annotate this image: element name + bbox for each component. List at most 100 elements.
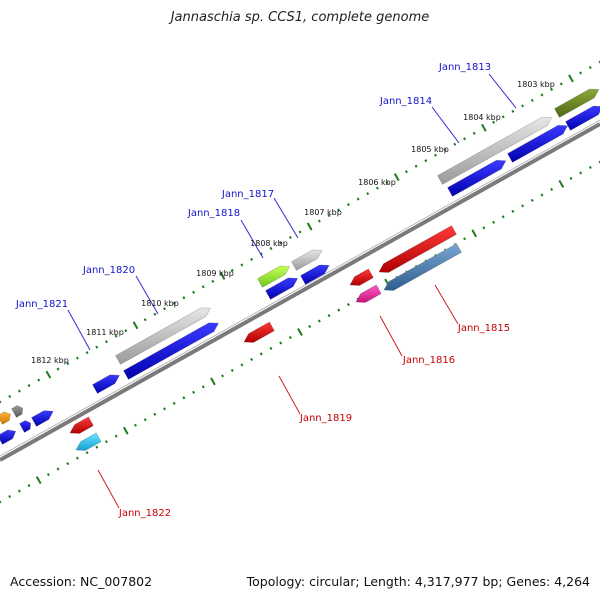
tick-mark (8, 494, 12, 499)
tick-mark (559, 82, 563, 86)
map-title: Jannaschia sp. CCS1, complete genome (170, 10, 430, 25)
tick-mark (17, 489, 21, 493)
tick-mark (511, 209, 515, 213)
kbp-label: 1808 kbp (250, 239, 288, 248)
tick-mark (279, 241, 283, 245)
tick-mark (75, 456, 79, 460)
tick-mark (463, 137, 466, 141)
leader-line (278, 375, 301, 415)
gene-feature-blue (31, 410, 54, 427)
tick-mark (346, 303, 350, 307)
tick-mark (568, 74, 574, 83)
tick-mark (501, 215, 505, 219)
tick-mark (540, 193, 544, 197)
tick-mark (35, 476, 42, 485)
tick-mark (366, 192, 370, 196)
tick-mark (259, 252, 263, 256)
tick-mark (17, 389, 21, 393)
tick-mark (393, 173, 400, 182)
tick-mark (337, 208, 341, 212)
tick-mark (114, 334, 118, 338)
kbp-label: 1805 kbp (411, 145, 449, 154)
tick-mark (558, 179, 565, 188)
tick-mark (104, 440, 108, 444)
leader-line (67, 309, 91, 351)
gene-feature-blue (19, 420, 32, 433)
tick-mark (472, 131, 476, 135)
gene-feature-olive (554, 88, 600, 118)
tick-mark (434, 153, 437, 157)
tick-mark (530, 198, 534, 202)
tick-mark (492, 120, 496, 124)
tick-mark (163, 307, 166, 311)
tick-mark (230, 368, 234, 372)
tick-mark (240, 363, 244, 367)
gene-feature-blue (92, 374, 120, 394)
tick-marks (0, 60, 600, 504)
tick-mark (579, 171, 583, 175)
tick-mark (250, 357, 254, 361)
leader-line (240, 219, 264, 259)
tick-mark (56, 467, 60, 471)
tick-mark (104, 340, 108, 344)
tick-mark (240, 263, 244, 267)
tick-mark (288, 235, 292, 240)
tick-mark (317, 319, 321, 323)
gene-label: Jann_1817 (221, 189, 274, 200)
tick-mark (375, 186, 379, 190)
tick-mark (530, 98, 534, 102)
accession-text: Accession: NC_007802 (10, 574, 153, 589)
backbone-highlight (0, 119, 600, 457)
tick-mark (182, 396, 186, 400)
gene-feature-orange (0, 411, 11, 425)
tick-mark (143, 418, 147, 422)
kbp-label: 1811 kbp (86, 328, 124, 337)
tick-mark (356, 197, 360, 201)
gene-feature-magenta (355, 284, 382, 303)
tick-mark (550, 87, 554, 91)
gene-label: Jann_1818 (187, 208, 240, 219)
tick-mark (588, 65, 592, 70)
tick-mark (579, 71, 583, 75)
kbp-label: 1810 kbp (141, 299, 179, 308)
kbp-label: 1804 kbp (463, 113, 501, 122)
backbone-track (0, 119, 600, 462)
tick-mark (259, 352, 263, 356)
kbp-label: 1809 kbp (196, 269, 234, 278)
tick-mark (85, 451, 89, 455)
leader-line (97, 469, 120, 509)
tick-mark (279, 341, 283, 345)
kbp-label: 1806 kbp (358, 178, 396, 187)
tick-mark (153, 312, 157, 316)
tick-mark (471, 229, 478, 238)
gene-feature-blue (565, 105, 600, 131)
kbp-label: 1803 kbp (517, 80, 555, 89)
tick-mark (308, 324, 312, 329)
tick-mark (172, 401, 176, 405)
tick-mark (443, 148, 447, 152)
kbp-label: 1812 kbp (31, 356, 69, 365)
tick-mark (521, 204, 525, 208)
tick-mark (385, 181, 389, 185)
tick-mark (143, 318, 147, 322)
tick-mark (424, 159, 428, 163)
leader-line (434, 284, 459, 325)
tick-mark (172, 301, 176, 305)
gene-labels: Jann_1813Jann_1814Jann_1817Jann_1818Jann… (15, 62, 517, 519)
tick-mark (414, 164, 418, 168)
tick-mark (221, 374, 225, 378)
tick-mark (540, 93, 544, 97)
tick-mark (337, 308, 341, 312)
leader-line (431, 106, 460, 144)
tick-mark (288, 335, 292, 340)
tick-mark (463, 237, 466, 241)
gene-label: Jann_1814 (379, 96, 432, 107)
gene-feature-red (378, 225, 457, 273)
tick-mark (37, 378, 41, 382)
tick-mark (45, 370, 52, 379)
tick-mark (219, 271, 226, 280)
gene-feature-cyan (75, 432, 102, 451)
tick-mark (404, 170, 408, 174)
